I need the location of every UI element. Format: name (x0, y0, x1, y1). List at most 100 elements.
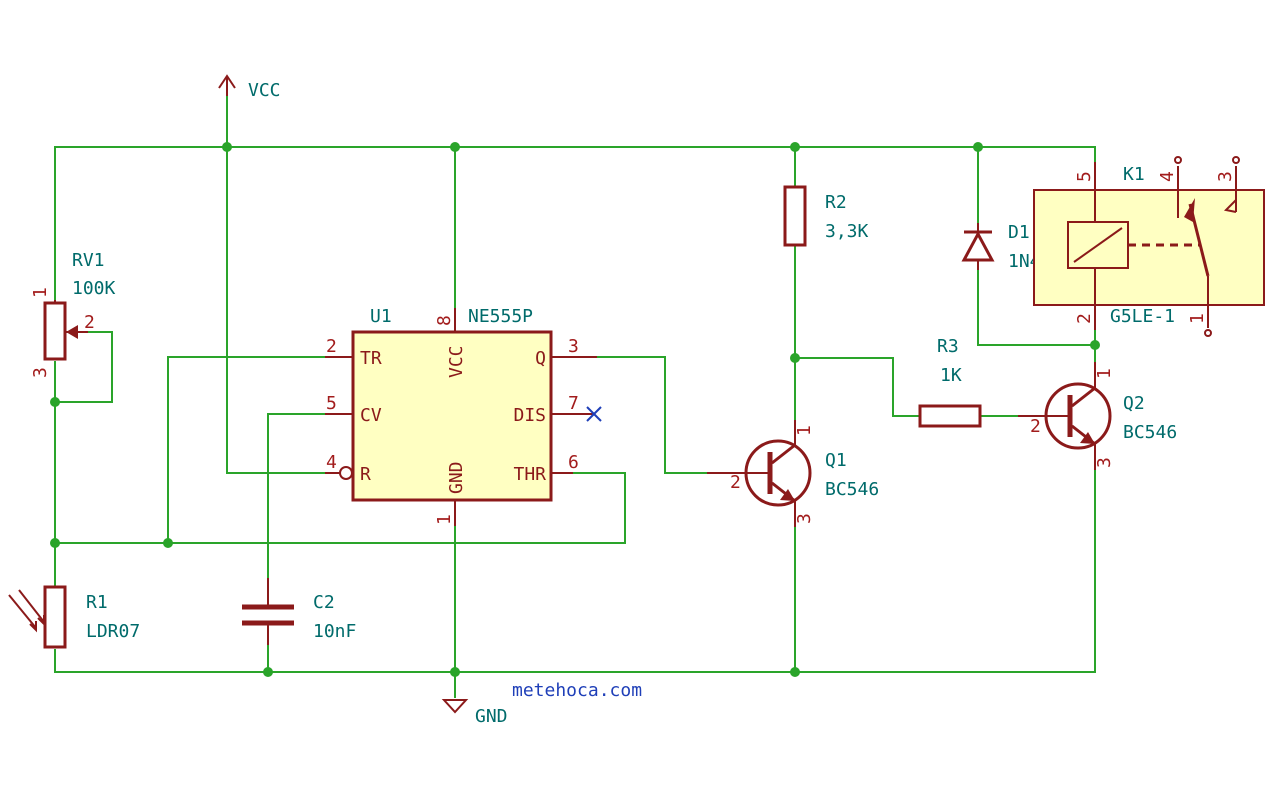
q-output-wire (596, 356, 708, 474)
rv1-pin1: 1 (30, 287, 51, 298)
r3-value: 1K (940, 365, 962, 386)
rv1-wiper-wire (54, 331, 113, 403)
gnd-symbol: GND (441, 699, 508, 727)
q1-emitter-arrow-icon (780, 489, 795, 501)
junction-dot (790, 142, 800, 152)
u1-body (351, 330, 553, 502)
vcc-label: VCC (248, 80, 281, 101)
q2-pin2: 2 (1030, 416, 1041, 437)
r3-ref: R3 (937, 336, 959, 357)
rv1-ref: RV1 (72, 250, 105, 271)
rv1-body (43, 301, 67, 361)
junction-dot (450, 667, 460, 677)
r2-body (783, 185, 807, 247)
d1-triangle-icon (961, 230, 995, 262)
no-connect-icon (586, 406, 602, 422)
c2-value: 10nF (313, 621, 356, 642)
q2-pin3: 3 (1094, 457, 1115, 468)
rv1-potentiometer: 1 2 3 RV1 100K (30, 250, 116, 378)
k1-pin4: 4 (1157, 171, 1178, 182)
q2-transistor: 1 2 3 Q2 BC546 (1018, 362, 1177, 470)
c2-ref: C2 (313, 592, 335, 613)
u1-pin-r: R (360, 464, 371, 485)
k1-coil-diagonal (1073, 227, 1123, 263)
threshold-wire (54, 472, 626, 544)
gnd-rail-wire (54, 649, 1096, 673)
u1-pin-cv: CV (360, 405, 382, 426)
watermark: metehoca.com (512, 680, 642, 701)
k1-value: G5LE-1 (1110, 306, 1175, 327)
light-arrows-icon (8, 589, 45, 633)
q1-pin3: 3 (794, 513, 815, 524)
q1-ref: Q1 (825, 450, 847, 471)
ground-icon (441, 699, 469, 714)
d1-bottom-wire (977, 269, 1096, 346)
q2-emitter-arrow-icon (1080, 432, 1095, 444)
gnd-label: GND (475, 706, 508, 727)
q2-ref: Q2 (1123, 393, 1145, 414)
u1-pin-vcc: VCC (446, 345, 467, 378)
c2-capacitor: C2 10nF (242, 578, 356, 645)
vcc-symbol: VCC (218, 74, 281, 101)
u1-ne555: TR CV R VCC GND Q DIS THR 2 5 4 8 1 3 7 … (325, 306, 602, 526)
k1-terminal-icon (1232, 156, 1240, 164)
k1-pin5: 5 (1074, 171, 1095, 182)
r2-value: 3,3K (825, 221, 869, 242)
rv1-pin2: 2 (84, 312, 95, 333)
u1-value: NE555P (468, 306, 533, 327)
reset-wire (226, 95, 326, 474)
u1-pin-tr: TR (360, 348, 382, 369)
rv1-value: 100K (72, 278, 116, 299)
trigger-wire (167, 356, 326, 544)
r3-left-wire (794, 357, 919, 417)
k1-pin1: 1 (1187, 313, 1208, 324)
q1-pin2: 2 (730, 472, 741, 493)
cv-wire (267, 413, 326, 579)
junction-dot (50, 397, 60, 407)
q1-transistor: 1 2 3 Q1 BC546 (707, 420, 879, 527)
r1-body (43, 585, 67, 649)
q1-value: BC546 (825, 479, 879, 500)
u1-pinnum-8: 8 (434, 315, 455, 326)
u1-pin-dis: DIS (513, 405, 546, 426)
k1-terminal-icon (1174, 156, 1182, 164)
u1-pin-q: Q (535, 348, 546, 369)
k1-pin2: 2 (1074, 313, 1095, 324)
rv1-wiper-arrow-icon (66, 325, 78, 339)
r1-ldr: R1 LDR07 (8, 585, 140, 649)
k1-relay: 5 4 3 2 1 K1 G5LE-1 (1033, 156, 1265, 337)
u1-pinnum-3: 3 (568, 336, 579, 357)
junction-dot (1090, 340, 1100, 350)
u1-ref: U1 (370, 306, 392, 327)
junction-dot (790, 353, 800, 363)
r2-resistor: R2 3,3K (783, 185, 869, 247)
k1-pin3: 3 (1215, 171, 1236, 182)
k1-terminal-icon (1204, 329, 1212, 337)
junction-dot (163, 538, 173, 548)
junction-dot (973, 142, 983, 152)
r1-ref: R1 (86, 592, 108, 613)
u1-pinnum-1: 1 (434, 514, 455, 525)
r3-body (918, 404, 982, 428)
q2-pin1: 1 (1094, 368, 1115, 379)
junction-dot (450, 142, 460, 152)
rv1-pin3: 3 (30, 367, 51, 378)
u1-pin-gnd: GND (446, 461, 467, 494)
d1-ref: D1 (1008, 222, 1030, 243)
r3-resistor: R3 1K (918, 336, 982, 428)
u1-pinnum-5: 5 (326, 393, 337, 414)
r2-ref: R2 (825, 192, 847, 213)
u1-pinnum-6: 6 (568, 452, 579, 473)
reset-inverter-icon (339, 466, 353, 480)
u1-pinnum-4: 4 (326, 452, 337, 473)
junction-dot (50, 538, 60, 548)
junction-dot (263, 667, 273, 677)
u1-pin-thr: THR (513, 464, 546, 485)
wires (54, 95, 1096, 698)
q2-value: BC546 (1123, 422, 1177, 443)
u1-pinnum-2: 2 (326, 336, 337, 357)
junction-dot (222, 142, 232, 152)
junctions (50, 142, 1100, 677)
k1-ref: K1 (1123, 164, 1145, 185)
